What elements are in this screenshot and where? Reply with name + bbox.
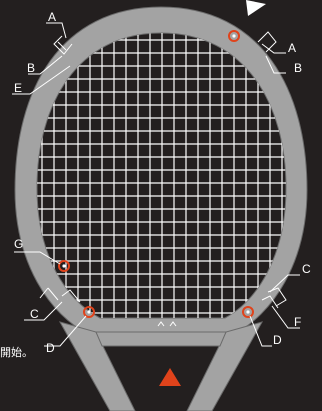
throat-bridge [96,332,226,346]
caption-start: 開始。 [0,345,33,359]
label-right-low-d: D [273,333,282,347]
label-right-low-f: F [294,315,301,329]
label-right-low-c: C [302,262,311,276]
grommet-marker-left-g [59,261,69,271]
label-left-low-d: D [46,341,55,355]
label-left-top-b: B [27,61,35,75]
red-triangle-icon [159,368,181,386]
label-left-top-a: A [48,10,56,24]
label-left-mid-g: G [14,237,23,251]
label-right-top-b: B [294,61,302,75]
label-right-top-a: A [288,41,296,55]
label-left-low-c: C [30,307,39,321]
frame-hoop [15,7,307,335]
label-left-top-e: E [14,81,22,95]
white-triangle-pointer-icon [246,0,266,16]
